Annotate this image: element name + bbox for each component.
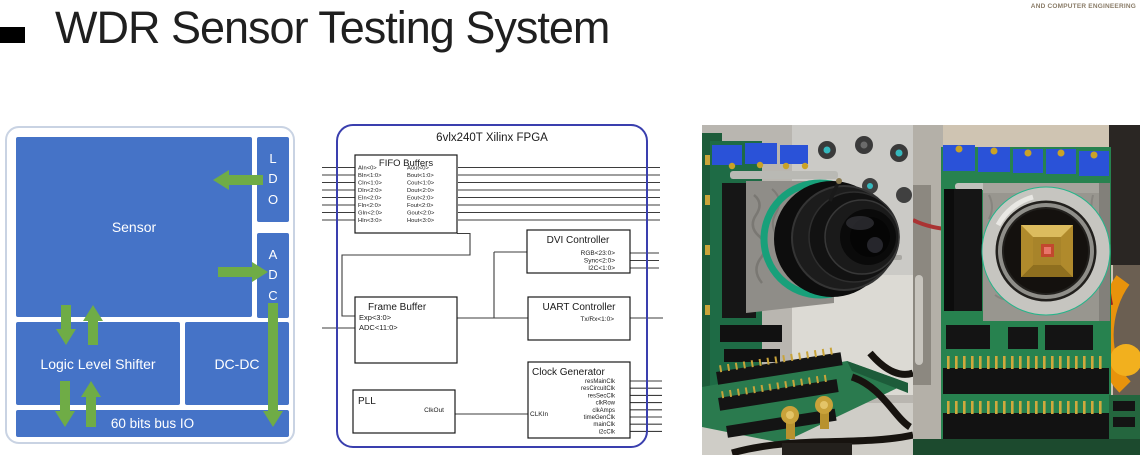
cg-out-3: clkRow [596, 401, 616, 407]
cables [731, 350, 915, 457]
pin-header-rows [943, 356, 1109, 439]
frame-buffer-block [354, 296, 458, 364]
dcdc-label: DC-DC [214, 355, 260, 372]
pll-block [352, 389, 456, 434]
flash-chips [946, 325, 1093, 350]
fifo-in-0: AIn<0> [358, 166, 377, 172]
fifo-in-5: FIn<2:0> [358, 203, 382, 209]
fifo-out-4: Eout<2:0> [407, 196, 434, 202]
fb-port-0: Exp<3:0> [359, 313, 392, 322]
fifo-out-3: Dout<2:0> [407, 188, 435, 194]
fifo-out-7: Hout<3:0> [407, 218, 435, 224]
trimpot-row [712, 143, 809, 170]
lens-screw [828, 182, 840, 202]
photo-left-svg [702, 125, 915, 457]
bus-io-block: 60 bits bus IO [16, 410, 289, 437]
dvi-block [526, 229, 631, 274]
level-shifter-block: Logic Level Shifter [16, 322, 180, 405]
uart-block [527, 296, 631, 341]
cg-out-2: resSecClk [588, 393, 616, 399]
ldo-block: L D O [257, 137, 289, 222]
fifo-in-6: GIn<2:0> [358, 211, 383, 217]
fpga-block-diagram: 6vlx240T Xilinx FPGA FIFO Buffers AIn<0>… [318, 123, 663, 455]
trimpot-row [943, 145, 1109, 176]
clock-gen-input: CLKIn [530, 411, 548, 418]
fifo-out-0: Aout<0> [407, 166, 430, 172]
uart-port-0: Tx/Rx<1:0> [580, 316, 614, 323]
fifo-in-3: DIn<2:0> [358, 188, 382, 194]
dvi-port-0: RGB<23:0> [581, 250, 616, 257]
frame-buffer-title: Frame Buffer [368, 302, 427, 313]
pin-header-rows [716, 347, 843, 438]
sma-connectors [781, 396, 833, 439]
cg-out-5: timeGenClk [584, 415, 616, 421]
cg-out-0: resMainClk [585, 379, 616, 385]
cg-out-6: mainClk [593, 422, 616, 428]
dvi-port-2: I2C<1:0> [588, 265, 615, 272]
department-logo: DEPARTMENT OF ELECTRICAL AND COMPUTER EN… [1031, 0, 1136, 10]
adc-block: A D C [257, 233, 289, 318]
fifo-title: FIFO Buffers [379, 158, 433, 169]
dvi-title: DVI Controller [547, 235, 610, 246]
adc-block-label: A D C [268, 247, 278, 303]
clock-gen-title: Clock Generator [532, 367, 605, 378]
fifo-in-4: EIn<2:0> [358, 196, 382, 202]
fpga-svg: 6vlx240T Xilinx FPGA FIFO Buffers AIn<0>… [322, 124, 663, 448]
fpga-title: 6vlx240T Xilinx FPGA [436, 132, 548, 144]
sensor-block-label: Sensor [111, 219, 157, 235]
photo-sensor-with-lens [702, 125, 915, 457]
mount-bracket [730, 171, 838, 179]
fifo-out-2: Cout<1:0> [407, 181, 435, 187]
ldo-block-label: L D O [267, 151, 279, 207]
fifo-in-2: CIn<1:0> [358, 181, 382, 187]
bus-io-label: 60 bits bus IO [110, 416, 195, 431]
fifo-out-5: Fout<2:0> [407, 203, 434, 209]
slide-edge-mark [0, 27, 25, 43]
dvi-port-1: Sync<2:0> [584, 258, 615, 265]
cg-out-1: resCircuitClk [581, 386, 616, 392]
page-title: WDR Sensor Testing System [55, 2, 610, 53]
fpga-boundary [336, 124, 648, 448]
level-shifter-label: Logic Level Shifter [40, 355, 156, 372]
fifo-in-1: BIn<1:0> [358, 173, 382, 179]
fifo-out-1: Bout<1:0> [407, 173, 434, 179]
clock-gen-block [527, 361, 631, 439]
sensor-package [1021, 225, 1073, 277]
department-logo-line1: DEPARTMENT OF ELECTRICAL [1031, 0, 1136, 3]
pll-title: PLL [358, 396, 376, 407]
fifo-out-6: Gout<2:0> [407, 211, 435, 217]
dvi-ports: RGB<23:0> Sync<2:0> I2C<1:0> [581, 250, 616, 272]
sensor-block: Sensor [16, 137, 252, 317]
fifo-ports: AIn<0> BIn<1:0> CIn<1:0> DIn<2:0> EIn<2:… [358, 166, 435, 225]
photo-right-svg [912, 125, 1140, 455]
sensor-board-diagram: Sensor L D O A D C Logic Level Shifter D… [5, 126, 295, 446]
pll-port-clkout: ClkOut [424, 407, 444, 414]
dcdc-block: DC-DC [185, 322, 289, 405]
photo-shadow [782, 443, 852, 455]
clock-gen-outputs: resMainClk resCircuitClk resSecClk clkRo… [581, 379, 616, 435]
fb-port-1: ADC<11:0> [359, 323, 398, 332]
cg-out-7: i2cClk [599, 429, 616, 435]
uart-title: UART Controller [543, 302, 617, 313]
department-logo-line2: AND COMPUTER ENGINEERING [1030, 2, 1136, 10]
host-board [913, 395, 1140, 455]
cg-out-4: clkAmps [592, 408, 615, 414]
frame-buffer-ports: Exp<3:0> ADC<11:0> [359, 313, 398, 332]
camera-lens [774, 178, 900, 297]
fifo-in-7: HIn<3:0> [358, 218, 382, 224]
fpga-blocks [352, 154, 631, 439]
photo-sensor-die-exposed [912, 125, 1140, 455]
fifo-block [354, 154, 458, 234]
